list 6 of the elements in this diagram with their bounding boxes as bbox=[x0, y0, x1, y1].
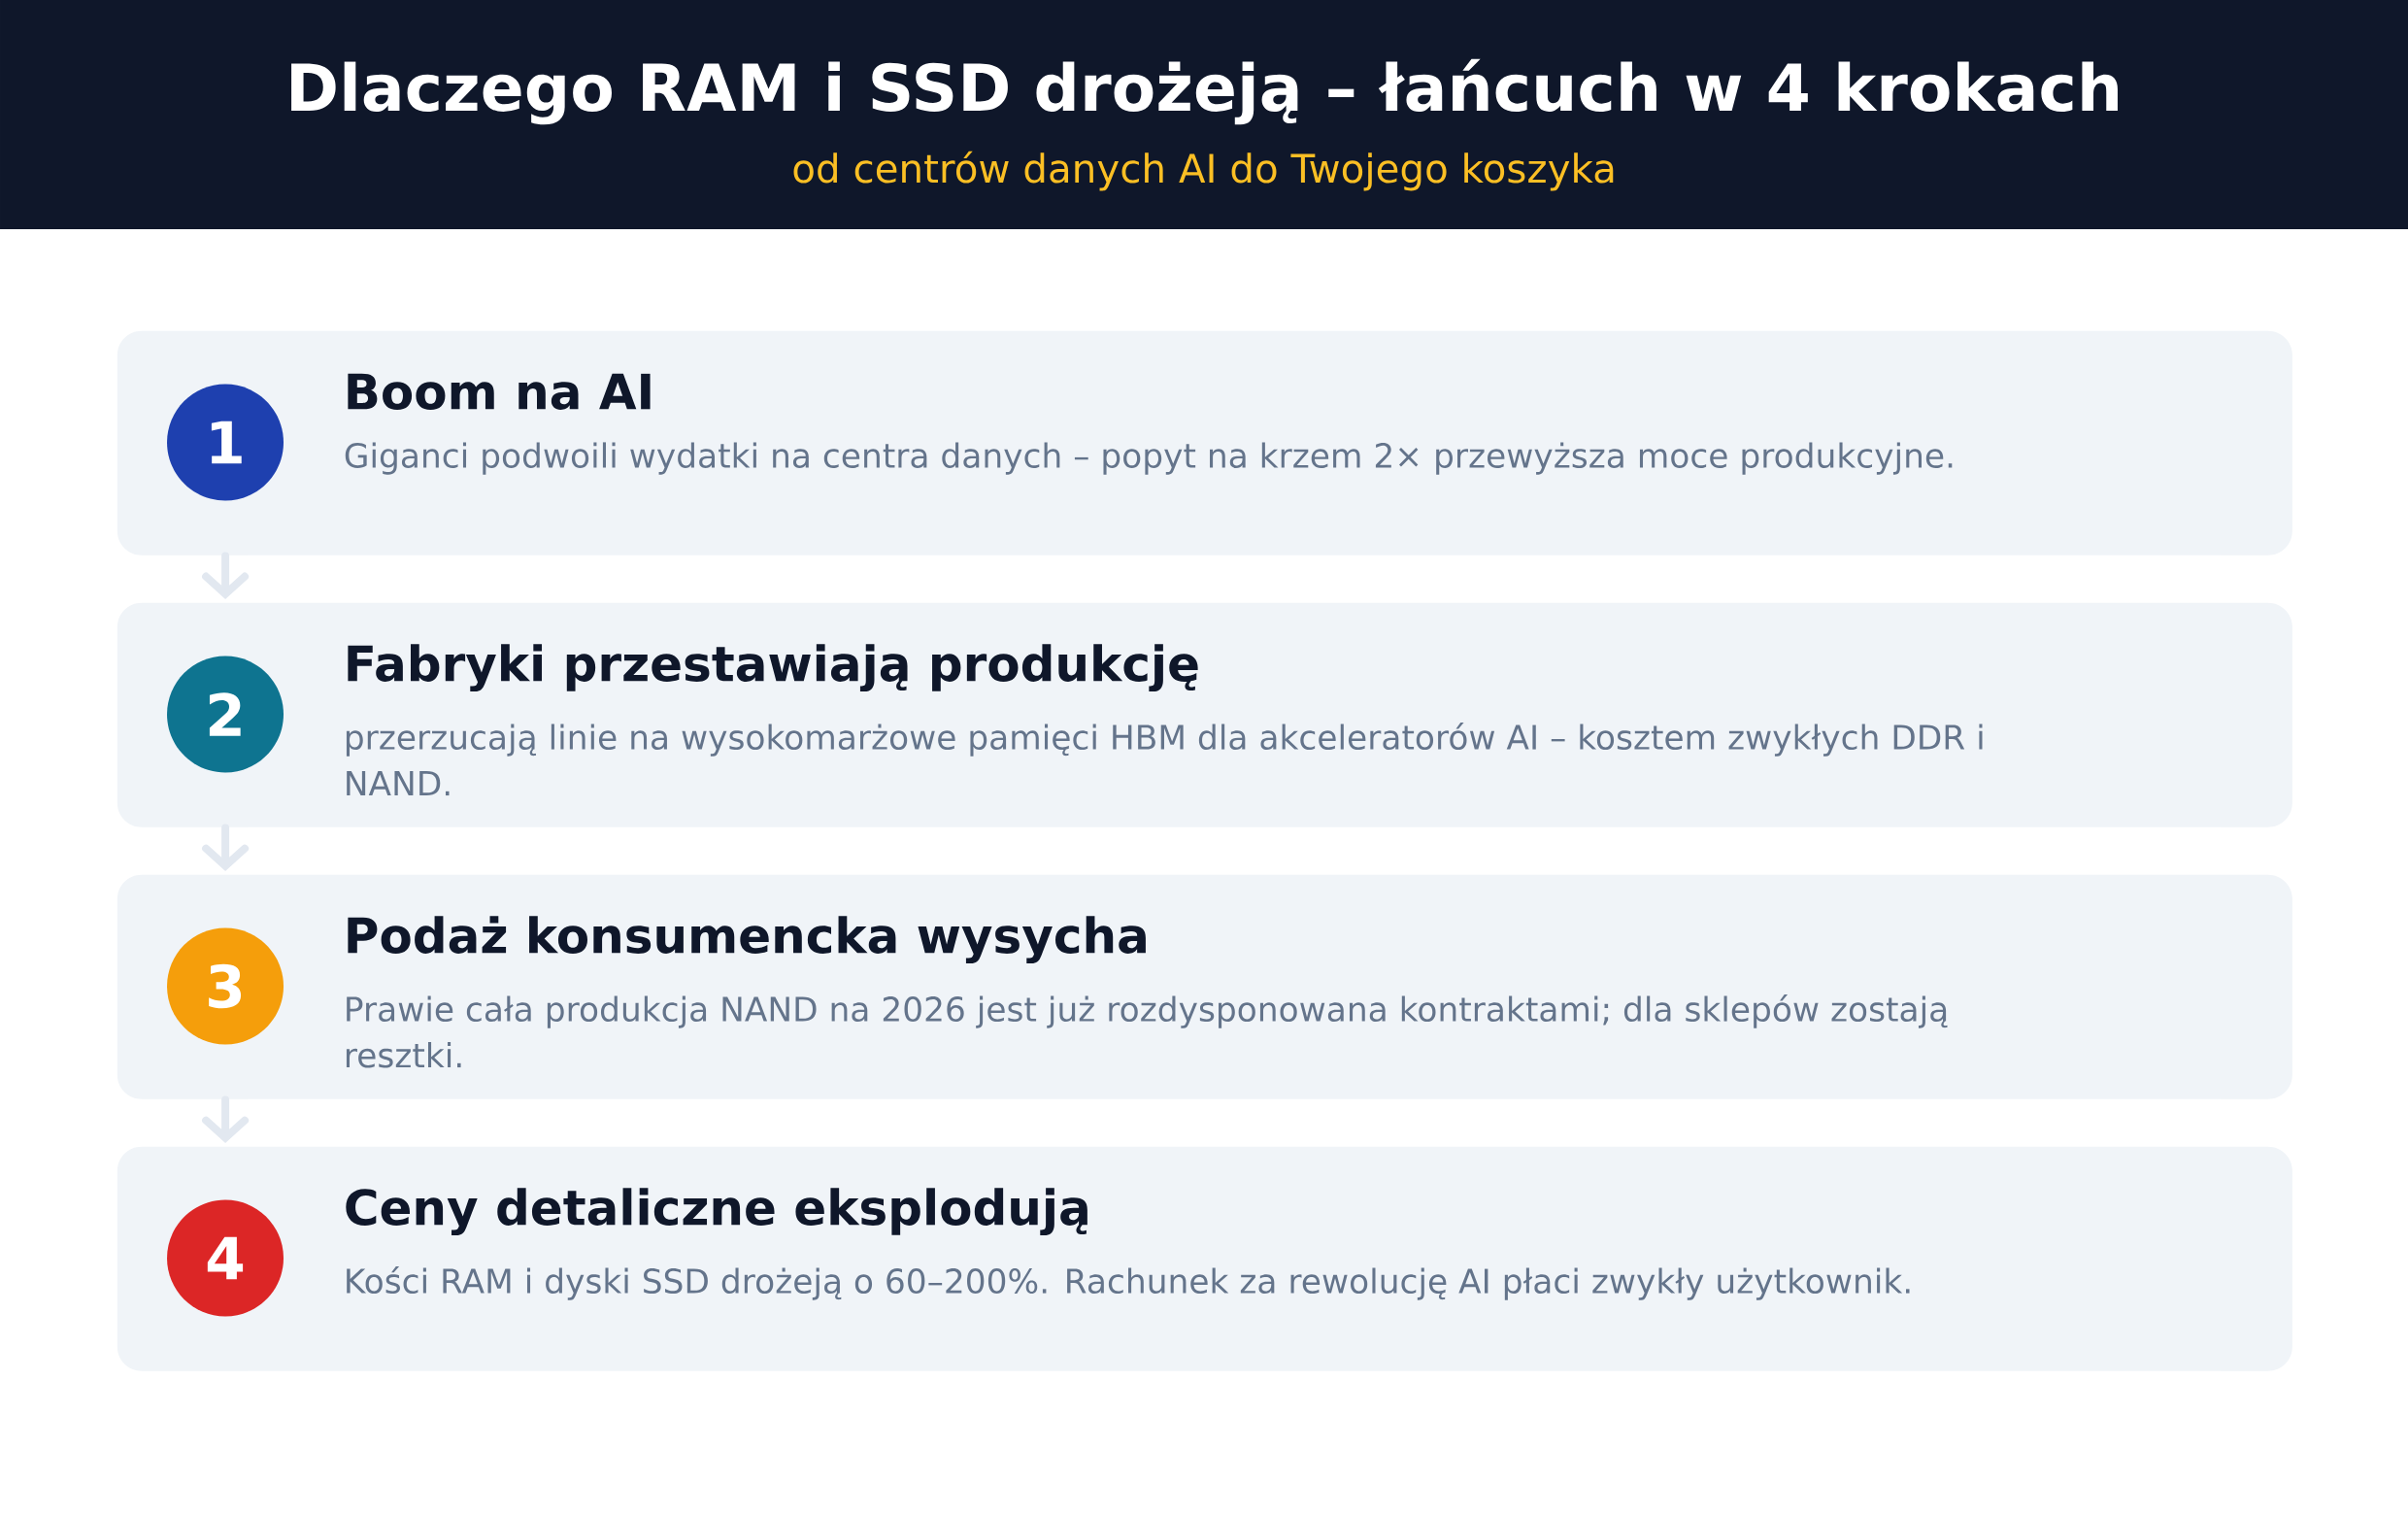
number-badge: 1 bbox=[167, 384, 284, 501]
title: Dlaczego RAM i SSD drożeją – łańcuch w 4 krokach bbox=[291, 58, 2118, 125]
number-badge: 2 bbox=[167, 656, 284, 773]
number-badge: 3 bbox=[167, 927, 284, 1045]
number-badge: 4 bbox=[167, 1199, 284, 1317]
subtitle: od centrów danych AI do Twojego koszyka bbox=[793, 151, 1614, 191]
